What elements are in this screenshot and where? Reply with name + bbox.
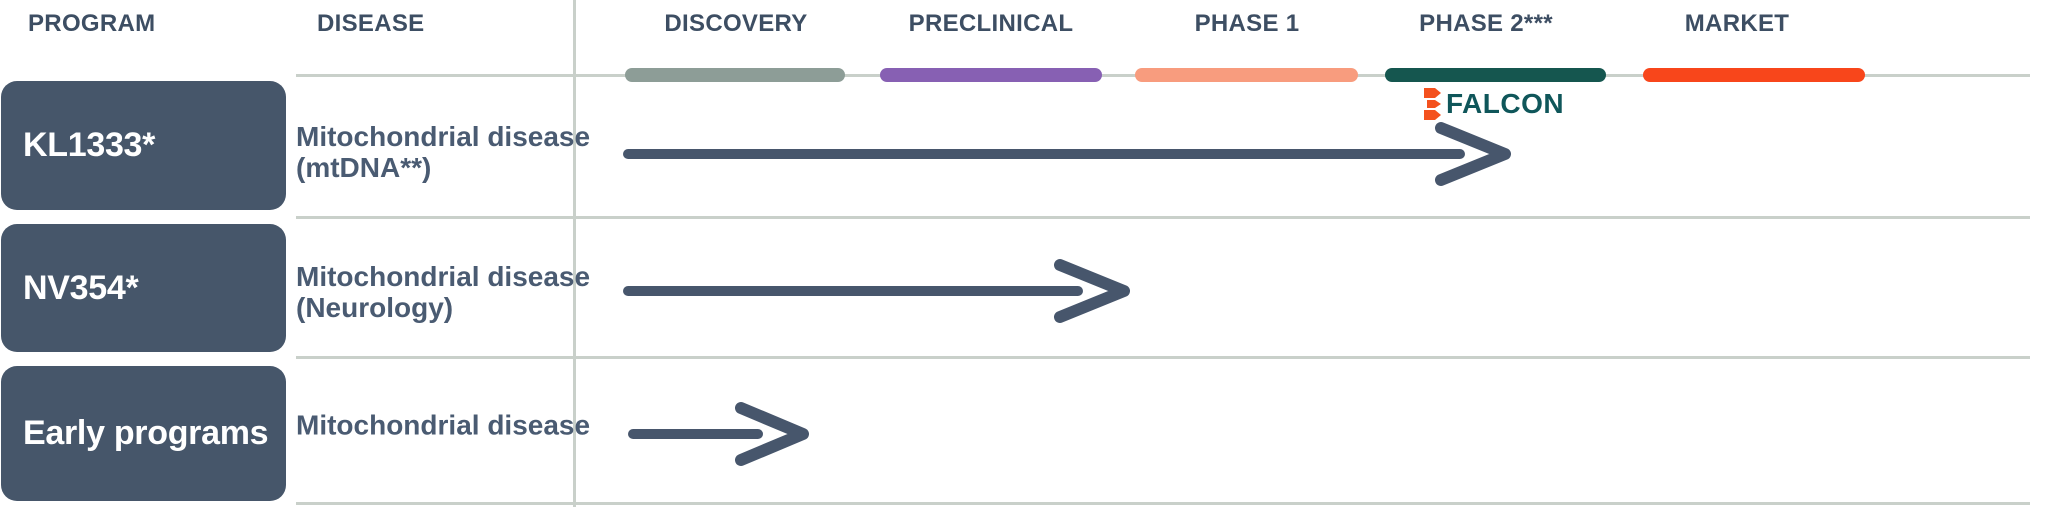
program-label-early-programs: Early programs bbox=[23, 414, 269, 452]
program-label-kl1333: KL1333* bbox=[23, 126, 156, 164]
disease-line1: Mitochondrial disease bbox=[296, 261, 591, 292]
disease-line2: (mtDNA**) bbox=[296, 152, 432, 183]
disease-text-nv354: Mitochondrial disease (Neurology) bbox=[296, 261, 590, 323]
disease-text-early-programs: Mitochondrial disease bbox=[296, 410, 590, 441]
discovery-segment bbox=[625, 68, 845, 82]
phase-header-discovery: DISCOVERY bbox=[664, 10, 808, 37]
program-column-header: PROGRAM bbox=[28, 10, 156, 37]
disease-column-header: DISEASE bbox=[317, 10, 425, 37]
disease-line2: (Neurology) bbox=[296, 292, 454, 323]
falcon-logo-text: FALCON bbox=[1446, 88, 1565, 119]
early-programs-arrowhead-icon bbox=[735, 402, 809, 466]
falcon-logo-icon bbox=[1424, 88, 1441, 120]
phase2-segment bbox=[1385, 68, 1606, 82]
phase-header-market: MARKET bbox=[1684, 10, 1790, 37]
program-box-early-programs: Early programs bbox=[1, 366, 286, 501]
program-box-kl1333: KL1333* bbox=[1, 81, 286, 210]
phase-header-phase2: PHASE 2*** bbox=[1419, 10, 1553, 37]
disease-text-kl1333: Mitochondrial disease (mtDNA**) bbox=[296, 121, 590, 183]
phase-header-preclinical: PRECLINICAL bbox=[908, 10, 1074, 37]
row-separator-2 bbox=[296, 356, 2030, 359]
phase1-segment bbox=[1135, 68, 1358, 82]
program-label-nv354: NV354* bbox=[23, 268, 139, 307]
column-divider-line bbox=[573, 0, 576, 507]
row-separator-bottom bbox=[296, 502, 2030, 505]
preclinical-segment bbox=[880, 68, 1102, 82]
falcon-study-logo: FALCON bbox=[1421, 86, 1564, 122]
program-box-nv354: NV354* bbox=[1, 224, 286, 352]
disease-line1: Mitochondrial disease bbox=[296, 121, 591, 152]
disease-line1: Mitochondrial disease bbox=[296, 409, 591, 441]
kl1333-arrowhead-icon bbox=[1435, 122, 1511, 186]
row-separator-1 bbox=[296, 216, 2030, 219]
market-segment bbox=[1643, 68, 1865, 82]
nv354-arrowhead-icon bbox=[1054, 259, 1130, 323]
phase-header-phase1: PHASE 1 bbox=[1194, 10, 1300, 37]
